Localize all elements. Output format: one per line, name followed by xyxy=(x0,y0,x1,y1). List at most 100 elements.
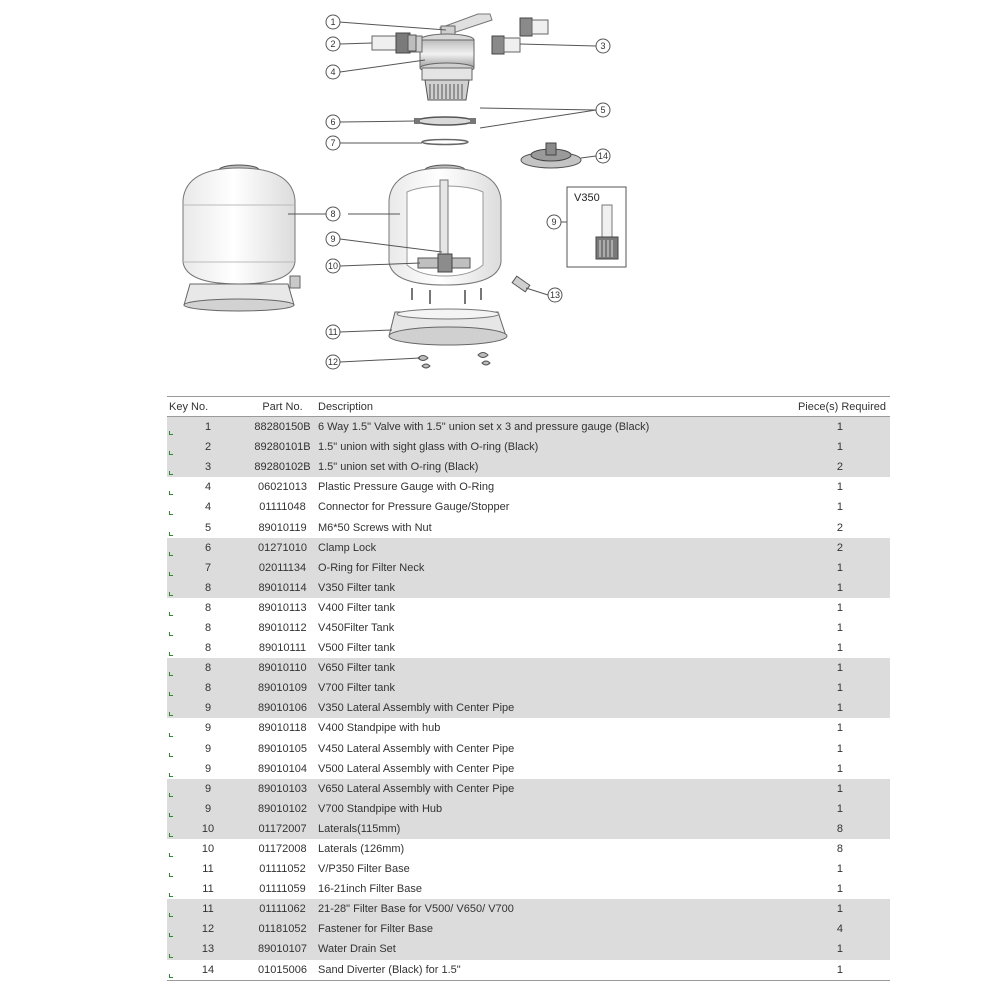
key-no-cell: 6 xyxy=(167,537,249,558)
callout-1-label: 1 xyxy=(330,17,335,27)
part-no-cell: 89010114 xyxy=(249,577,316,598)
description-cell: V700 Filter tank xyxy=(316,678,788,699)
cell-corner-mark xyxy=(169,792,173,797)
description-cell: V500 Lateral Assembly with Center Pipe xyxy=(318,762,515,775)
part-no-cell: 89010111 xyxy=(258,642,307,655)
key-no-text: 5 xyxy=(204,521,212,534)
fastener-drawing xyxy=(417,352,491,369)
header-description: Description xyxy=(316,396,788,417)
key-no-text: 6 xyxy=(204,541,212,554)
table-header-row: Key No. Part No. Description Piece(s) Re… xyxy=(167,396,890,417)
key-no-text: 7 xyxy=(204,561,212,574)
key-no-cell: 8 xyxy=(167,638,249,658)
cell-corner-mark xyxy=(169,913,173,918)
callout-5-label: 5 xyxy=(600,105,605,115)
cell-corner-mark xyxy=(169,632,173,637)
callout-6: 6 xyxy=(325,114,341,130)
callout-7: 7 xyxy=(325,135,341,151)
key-no-text: 2 xyxy=(204,441,212,454)
callout-3: 3 xyxy=(595,38,611,54)
description-cell: V450 Lateral Assembly with Center Pipe xyxy=(318,742,515,755)
cell-corner-mark xyxy=(169,471,173,476)
key-no-text: 4 xyxy=(204,481,212,494)
header-part-no: Part No. xyxy=(249,396,316,417)
description-cell: Plastic Pressure Gauge with O-Ring xyxy=(318,481,495,494)
description-cell: Clamp Lock xyxy=(316,537,788,558)
part-no-cell: 88280150B xyxy=(249,416,316,438)
description-cell: V700 Standpipe with Hub xyxy=(316,798,788,819)
key-no-cell: 9 xyxy=(167,698,249,719)
callout-7-label: 7 xyxy=(330,138,335,148)
cell-corner-mark xyxy=(169,973,173,978)
exploded-parts-diagram: V350 1 2 3 xyxy=(182,13,627,370)
key-no-cell: 9 xyxy=(167,718,249,738)
callout-11: 11 xyxy=(325,324,341,340)
description-cell: 1.5" union with sight glass with O-ring … xyxy=(316,437,788,458)
part-no-cell: 01111062 xyxy=(249,899,316,920)
pieces-required-cell: 8 xyxy=(788,818,890,839)
pieces-required-cell: 1 xyxy=(788,778,890,799)
description-cell: V650 Filter tank xyxy=(316,658,788,679)
pieces-required-cell: 1 xyxy=(788,959,890,981)
key-no-text: 10 xyxy=(201,822,215,835)
pieces-required-cell: 1 xyxy=(836,481,843,494)
pieces-required-cell: 1 xyxy=(836,762,843,775)
key-no-cell: 4 xyxy=(167,497,249,517)
parts-list-table: Key No. Part No. Description Piece(s) Re… xyxy=(167,396,890,981)
key-no-cell: 8 xyxy=(167,658,249,679)
part-no-cell: 01111048 xyxy=(259,501,306,514)
key-no-text: 11 xyxy=(202,863,214,876)
cell-corner-mark xyxy=(169,491,173,496)
description-cell: Water Drain Set xyxy=(316,939,788,960)
key-no-text: 11 xyxy=(202,903,214,916)
key-no-cell: 4 xyxy=(167,477,249,497)
part-no-cell: 01172007 xyxy=(249,818,316,839)
pieces-required-cell: 1 xyxy=(788,437,890,458)
header-key-no: Key No. xyxy=(167,396,249,417)
part-no-cell: 89010118 xyxy=(258,722,307,735)
key-no-text: 8 xyxy=(204,601,212,614)
callout-2-label: 2 xyxy=(330,39,335,49)
pieces-required-cell: 1 xyxy=(788,557,890,578)
cell-corner-mark xyxy=(169,933,173,938)
key-no-text: 14 xyxy=(201,963,215,976)
callout-14-label: 14 xyxy=(598,151,608,161)
filter-base-drawing xyxy=(388,308,508,346)
key-no-text: 3 xyxy=(204,461,212,474)
callout-5: 5 xyxy=(595,102,611,118)
key-no-text: 11 xyxy=(202,883,214,896)
part-no-cell: 01111059 xyxy=(259,883,306,896)
v350-inset-box: V350 xyxy=(566,186,627,268)
callout-12: 12 xyxy=(325,354,341,370)
clamp-lock-drawing xyxy=(414,116,476,126)
key-no-cell: 11 xyxy=(167,859,249,879)
part-no-cell: 89280102B xyxy=(249,457,316,478)
header-pieces-required: Piece(s) Required xyxy=(788,396,890,417)
callout-11-label: 11 xyxy=(328,327,337,337)
pieces-required-cell: 1 xyxy=(788,658,890,679)
pieces-required-cell: 1 xyxy=(788,678,890,699)
pieces-required-cell: 1 xyxy=(788,899,890,920)
key-no-cell: 10 xyxy=(167,818,249,839)
description-cell: Laterals(115mm) xyxy=(316,818,788,839)
cell-corner-mark xyxy=(169,672,173,677)
cell-corner-mark xyxy=(169,551,173,556)
cell-corner-mark xyxy=(169,893,173,898)
callout-2: 2 xyxy=(325,36,341,52)
key-no-cell: 10 xyxy=(167,839,249,859)
callout-8: 8 xyxy=(325,206,341,222)
description-cell: Fastener for Filter Base xyxy=(316,919,788,940)
cell-corner-mark xyxy=(169,752,173,757)
description-cell: V400 Filter tank xyxy=(318,601,396,614)
